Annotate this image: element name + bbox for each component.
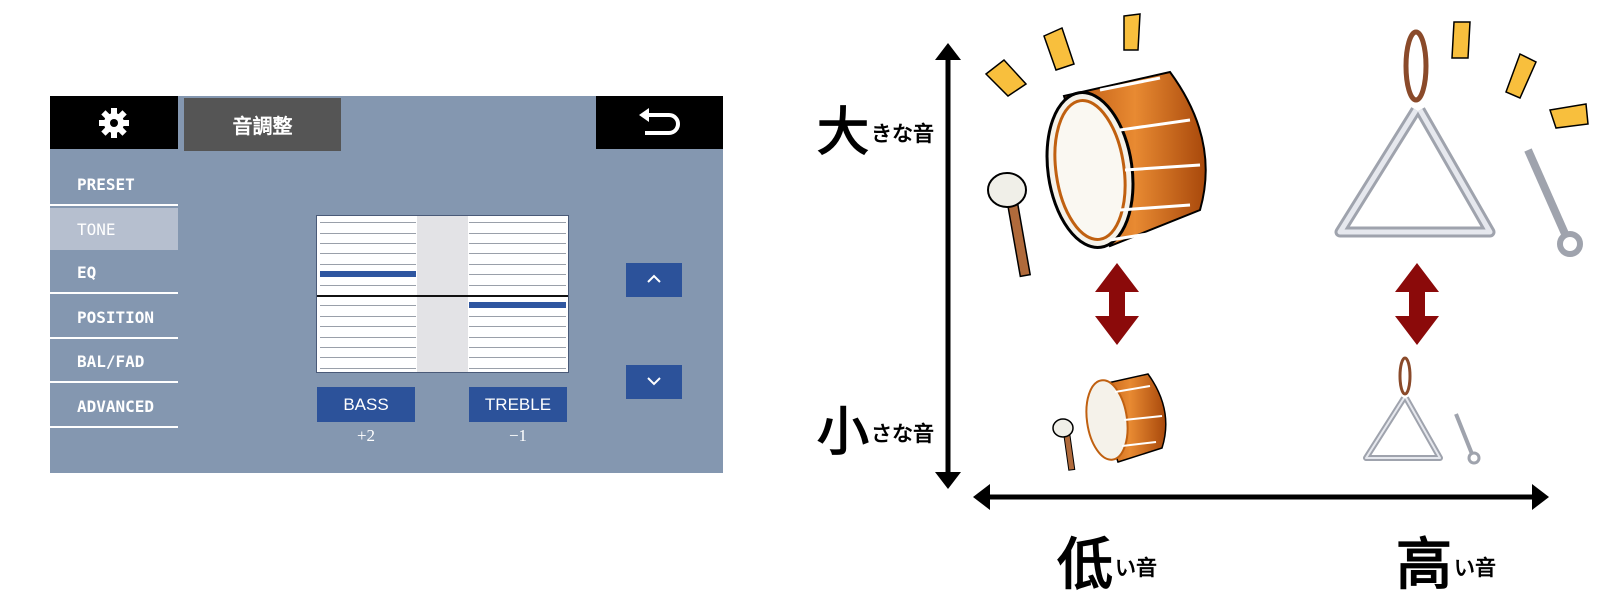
meter-gridline xyxy=(320,368,416,369)
menu-item-eq[interactable]: EQ xyxy=(50,252,178,294)
loudness-arrow-high xyxy=(1395,263,1439,345)
meter-gridline xyxy=(469,274,566,275)
menu-item-advanced[interactable]: ADVANCED xyxy=(50,386,178,428)
meter-gridline xyxy=(320,243,416,244)
label-high-rest: い音 xyxy=(1454,556,1496,580)
meter-gridline xyxy=(469,316,566,317)
triangle-large-illustration xyxy=(1334,21,1589,257)
label-loud-rest: きな音 xyxy=(871,122,934,146)
meter-gridline xyxy=(469,243,566,244)
bass-level-bar[interactable] xyxy=(320,271,416,277)
label-quiet-kanji: 小 xyxy=(817,403,870,463)
chevron-down-icon xyxy=(647,377,661,386)
meter-gridline xyxy=(320,347,416,348)
loudness-arrow-low xyxy=(1095,263,1139,345)
meter-gridline xyxy=(320,233,416,234)
meter-gridline xyxy=(469,337,566,338)
label-high-kanji: 高 xyxy=(1396,533,1452,598)
bass-button[interactable]: BASS xyxy=(317,387,415,422)
up-button[interactable] xyxy=(626,263,682,297)
back-button[interactable] xyxy=(596,96,723,149)
treble-value: −1 xyxy=(508,426,528,445)
treble-button[interactable]: TREBLE xyxy=(469,387,567,422)
menu-item-position[interactable]: POSITION xyxy=(50,297,178,339)
meter-gridline xyxy=(320,305,416,306)
gear-icon xyxy=(99,108,129,138)
vertical-axis xyxy=(935,43,961,489)
menu-item-preset[interactable]: PRESET xyxy=(50,164,178,206)
meter-gridline xyxy=(320,357,416,358)
label-loud-kanji: 大 xyxy=(817,103,870,163)
meter-gridline xyxy=(320,264,416,265)
bass-drum-large-illustration xyxy=(984,13,1207,278)
meter-gridline xyxy=(320,253,416,254)
meter-gridline xyxy=(469,347,566,348)
meter-gridline xyxy=(469,233,566,234)
settings-button[interactable] xyxy=(50,96,178,149)
label-quiet-rest: さな音 xyxy=(871,422,934,446)
meter-gridline xyxy=(469,285,566,286)
triangle-small-illustration xyxy=(1363,356,1481,465)
down-button[interactable] xyxy=(626,365,682,399)
horizontal-axis xyxy=(973,484,1549,510)
label-low-rest: い音 xyxy=(1115,556,1157,580)
menu-item-tone[interactable]: TONE xyxy=(50,208,178,250)
meter-divider xyxy=(417,216,468,372)
zero-line xyxy=(317,295,568,297)
tone-level-meter xyxy=(316,215,569,373)
meter-gridline xyxy=(469,326,566,327)
meter-gridline xyxy=(469,357,566,358)
meter-gridline xyxy=(320,337,416,338)
meter-gridline xyxy=(469,368,566,369)
back-arrow-icon xyxy=(639,108,680,135)
bass-value: +2 xyxy=(356,426,376,445)
meter-gridline xyxy=(320,222,416,223)
menu-item-bal-fad[interactable]: BAL/FAD xyxy=(50,341,178,383)
label-low-kanji: 低 xyxy=(1057,533,1113,598)
meter-gridline xyxy=(320,316,416,317)
meter-gridline xyxy=(469,222,566,223)
treble-level-bar[interactable] xyxy=(469,302,566,308)
meter-gridline xyxy=(320,285,416,286)
bass-drum-small-illustration xyxy=(1052,373,1167,471)
meter-gridline xyxy=(320,326,416,327)
meter-gridline xyxy=(469,264,566,265)
page-title: 音調整 xyxy=(184,98,341,151)
chevron-up-icon xyxy=(647,274,661,283)
meter-gridline xyxy=(469,253,566,254)
